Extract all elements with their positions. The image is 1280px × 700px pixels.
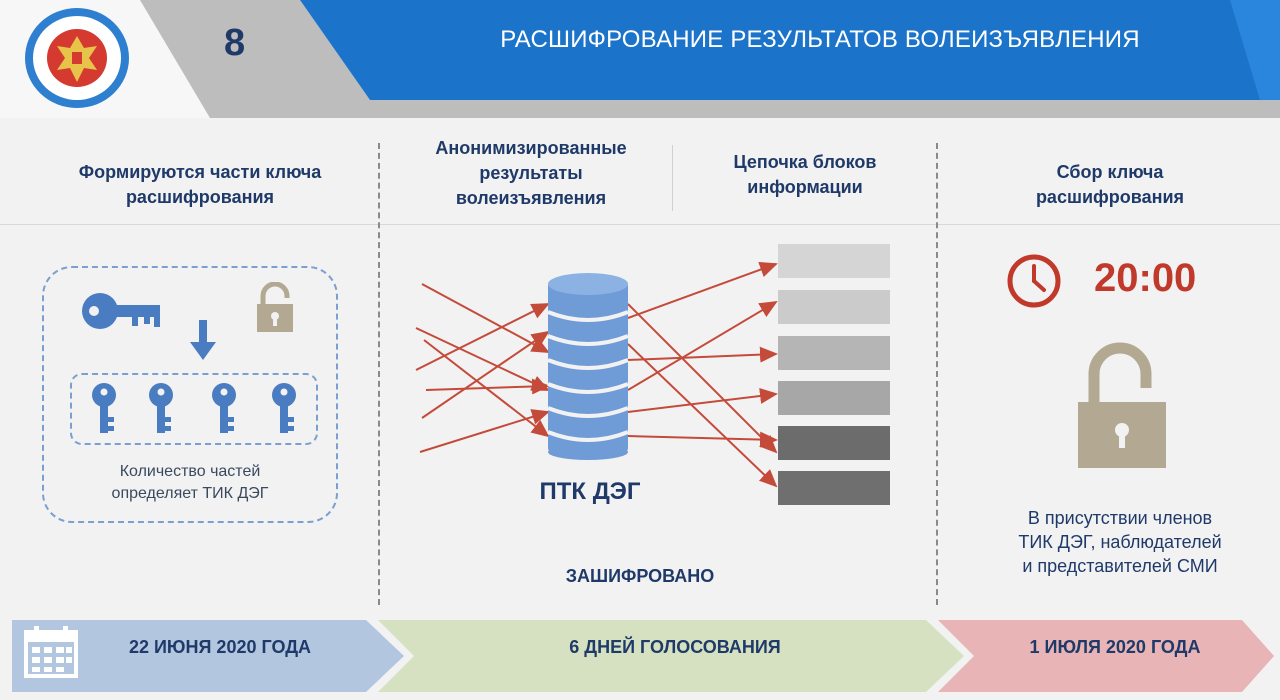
anon-heading: Анонимизированные результаты волеизъявле… <box>395 136 667 211</box>
heading-divider <box>0 224 1280 225</box>
master-key-icon <box>82 293 160 329</box>
collect-heading: Сбор ключа расшифрования <box>990 160 1230 210</box>
keys-heading-line-1: Формируются части ключа <box>78 162 322 182</box>
keys-heading: Формируются части ключа расшифрования <box>40 160 360 210</box>
collect-caption-line-3: и представителей СМИ <box>1022 556 1218 576</box>
anon-heading-line-2: результаты <box>479 163 583 183</box>
timeline-end-date: 1 ИЮЛЯ 2020 ГОДА <box>1029 637 1201 657</box>
encrypted-status: ЗАШИФРОВАНО <box>565 566 715 586</box>
column-divider-left <box>378 143 380 605</box>
column-divider-right <box>936 143 938 605</box>
cec-emblem <box>22 6 132 110</box>
header-background <box>0 0 1280 118</box>
key-part-icon-3 <box>212 383 236 433</box>
anon-heading-line-3: волеизъявления <box>455 188 607 208</box>
key-parts-panel <box>42 266 338 523</box>
collect-heading-line-1: Сбор ключа <box>1056 162 1164 182</box>
collection-time: 20:00 <box>1094 256 1197 300</box>
database-server-icon <box>547 273 629 460</box>
calendar-icon <box>24 626 78 678</box>
anon-heading-line-1: Анонимизированные <box>435 138 627 158</box>
timeline-voting-days: 6 ДНЕЙ ГОЛОСОВАНИЯ <box>569 637 781 657</box>
chain-heading: Цепочка блоков информации <box>690 150 920 200</box>
key-parts-caption-line-2: определяет ТИК ДЭГ <box>111 485 269 502</box>
open-padlock-icon <box>1078 342 1166 468</box>
blockchain-block-1 <box>778 244 890 278</box>
timeline-bar <box>12 620 1274 692</box>
key-parts-caption: Количество частей определяет ТИК ДЭГ <box>60 461 320 505</box>
blockchain-block-4 <box>778 381 890 415</box>
chain-heading-line-1: Цепочка блоков <box>733 152 877 172</box>
chain-heading-line-2: информации <box>747 177 863 197</box>
ptk-deg-label: ПТК ДЭГ <box>539 478 641 505</box>
keys-heading-line-2: расшифрования <box>125 187 275 207</box>
key-part-icon-1 <box>92 383 116 433</box>
collect-caption-line-2: ТИК ДЭГ, наблюдателей <box>1018 532 1222 552</box>
key-part-icon-4 <box>272 383 296 433</box>
key-part-icon-2 <box>149 383 173 433</box>
timeline-start-date: 22 ИЮНЯ 2020 ГОДА <box>128 637 312 657</box>
small-padlock-icon <box>257 282 293 332</box>
key-parts-group <box>70 373 318 445</box>
heading-divider-center <box>672 145 673 211</box>
collect-heading-line-2: расшифрования <box>1035 187 1185 207</box>
slide-number: 8 <box>224 22 246 64</box>
arrow-down-icon <box>190 320 216 360</box>
clock-icon <box>1007 254 1061 308</box>
key-parts-caption-line-1: Количество частей <box>119 463 261 480</box>
page-title: РАСШИФРОВАНИЕ РЕЗУЛЬТАТОВ ВОЛЕИЗЪЯВЛЕНИЯ <box>500 26 1140 53</box>
blockchain-block-3 <box>778 336 890 370</box>
blockchain-block-2 <box>778 290 890 324</box>
collect-caption-line-1: В присутствии членов <box>1027 508 1213 528</box>
data-flow-arrows <box>415 261 778 488</box>
blockchain-block-6 <box>778 471 890 505</box>
collect-caption: В присутствии членов ТИК ДЭГ, наблюдател… <box>970 506 1270 578</box>
blockchain-block-5 <box>778 426 890 460</box>
